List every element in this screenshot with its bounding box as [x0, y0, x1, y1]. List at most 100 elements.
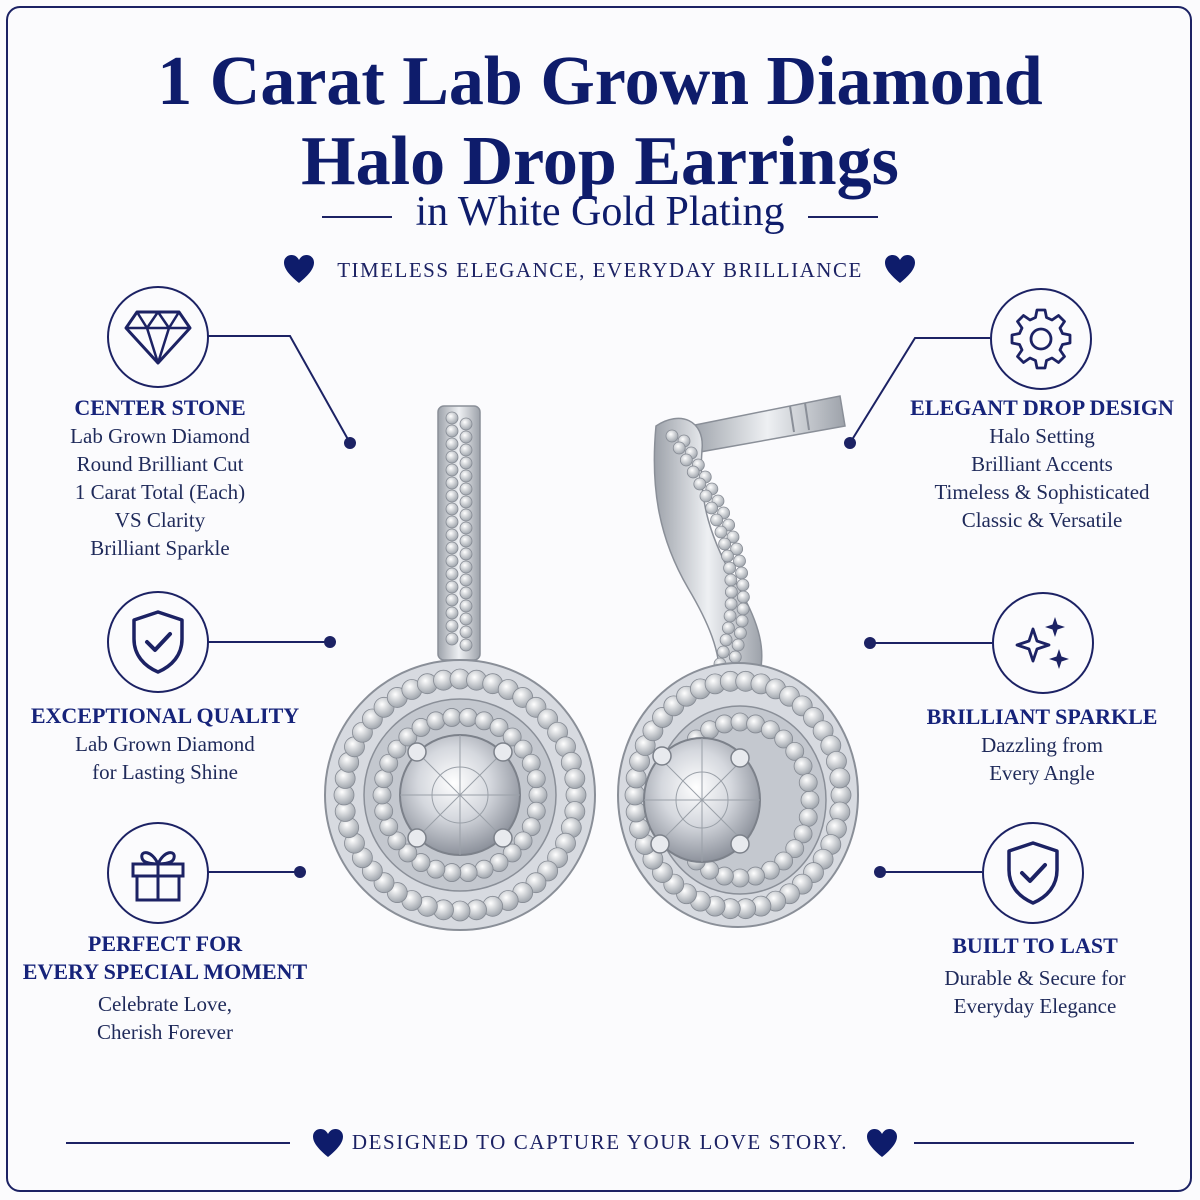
heart-icon	[884, 254, 916, 284]
feature-perfect-for: PERFECT FOR EVERY SPECIAL MOMENT Celebra…	[20, 930, 310, 1046]
pave-stone	[564, 768, 586, 789]
footer-tagline: DESIGNED TO CAPTURE YOUR LOVE STORY.	[351, 1130, 849, 1154]
pave-stone	[445, 489, 459, 503]
pave-stone	[445, 463, 459, 477]
pave-stone	[445, 411, 459, 425]
pave-stone	[442, 863, 462, 882]
pave-stone	[459, 495, 473, 509]
pave-stone	[426, 711, 446, 731]
pave-stone	[489, 718, 509, 737]
pave-stone	[785, 839, 805, 859]
pave-stone	[459, 612, 473, 626]
pave-stone	[746, 866, 765, 886]
tagline: TIMELESS ELEGANCE, EVERYDAY BRILLIANCE	[337, 258, 863, 282]
feature-title: CENTER STONE	[74, 395, 246, 420]
heart-icon	[312, 1128, 344, 1158]
pave-stone	[730, 712, 750, 732]
feature-line: Classic & Versatile	[961, 508, 1123, 532]
pave-stone	[459, 417, 473, 431]
page-border	[6, 6, 1192, 1192]
gift-icon	[107, 822, 209, 924]
pave-stone	[387, 831, 407, 851]
pave-stone	[459, 599, 473, 613]
pave-stone	[398, 843, 418, 863]
subtitle-row: in White Gold Plating	[0, 188, 1200, 248]
pave-stone	[679, 453, 693, 467]
feature-title: EXCEPTIONAL QUALITY	[30, 703, 300, 728]
pave-stone	[736, 578, 750, 592]
pave-stone	[800, 790, 820, 810]
pave-stone	[686, 465, 700, 479]
pave-stone	[445, 437, 459, 451]
feature-line: for Lasting Shine	[92, 760, 238, 784]
pave-stone	[710, 513, 724, 527]
page-title: 1 Carat Lab Grown Diamond Halo Drop Earr…	[0, 42, 1200, 202]
shield-check-icon	[982, 822, 1084, 924]
pave-stone	[730, 868, 750, 888]
feature-line: Halo Setting	[989, 424, 1095, 448]
subtitle-rule-left	[322, 216, 392, 218]
pave-stone	[528, 785, 548, 805]
earrings-illustration	[324, 395, 859, 931]
pave-stone	[442, 708, 462, 727]
pave-stone	[730, 542, 744, 556]
feature-line: Celebrate Love,	[97, 992, 233, 1016]
title-line-2: Halo Drop Earrings	[301, 123, 899, 200]
title-line-1: 1 Carat Lab Grown Diamond	[157, 43, 1043, 120]
feature-line: Brilliant Accents	[971, 452, 1113, 476]
pave-stone	[513, 831, 533, 851]
feature-title: EVERY SPECIAL MOMENT	[22, 959, 308, 984]
pave-stone	[458, 863, 478, 882]
pave-stone	[715, 714, 734, 734]
feature-line: Round Brilliant Cut	[76, 452, 244, 476]
pave-stone	[459, 638, 473, 652]
pave-stone	[445, 424, 459, 438]
pave-stone	[474, 859, 494, 879]
pave-stone	[459, 586, 473, 600]
pave-stone	[459, 534, 473, 548]
pave-stone	[372, 785, 392, 805]
feature-title: ELEGANT DROP DESIGN	[910, 395, 1174, 420]
pave-stone	[445, 502, 459, 516]
pave-stone	[459, 573, 473, 587]
pave-stone	[445, 554, 459, 568]
feature-exceptional-quality: EXCEPTIONAL QUALITY Lab Grown Diamond fo…	[20, 702, 310, 786]
pave-stone	[665, 429, 679, 443]
feature-line: Brilliant Sparkle	[90, 536, 230, 560]
pave-stone	[723, 609, 737, 623]
pave-stone	[718, 537, 732, 551]
pave-stone	[459, 521, 473, 535]
pave-stone	[411, 853, 431, 872]
pave-stone	[459, 469, 473, 483]
pave-stone	[445, 606, 459, 620]
pave-stone	[445, 580, 459, 594]
pave-stone	[521, 817, 541, 837]
pave-stone	[445, 515, 459, 529]
pave-stone	[735, 614, 749, 628]
pave-stone	[798, 807, 818, 827]
pave-stone	[459, 547, 473, 561]
feature-line: Cherish Forever	[97, 1020, 233, 1044]
pave-stone	[774, 729, 794, 749]
footer-rule-left	[66, 1142, 290, 1144]
pave-stone	[459, 443, 473, 457]
diamond-icon	[107, 286, 209, 388]
pave-stone	[736, 602, 750, 616]
pave-stone	[798, 773, 818, 793]
feature-line: Everyday Elegance	[953, 994, 1117, 1018]
pave-stone	[445, 541, 459, 555]
feature-title: BRILLIANT SPARKLE	[926, 704, 1158, 729]
pave-stone	[374, 801, 394, 821]
pave-stone	[785, 741, 805, 761]
pave-stone	[724, 597, 738, 611]
feature-line: Lab Grown Diamond	[75, 732, 255, 756]
pave-stone	[693, 477, 707, 491]
pave-stone	[502, 727, 522, 747]
pave-stone	[379, 753, 399, 773]
pave-stone	[716, 645, 730, 659]
pave-stone	[445, 450, 459, 464]
pave-stone	[398, 727, 418, 747]
pave-stone	[705, 501, 719, 515]
feature-line: Dazzling from	[981, 733, 1103, 757]
footer-rule-right	[914, 1142, 1134, 1144]
